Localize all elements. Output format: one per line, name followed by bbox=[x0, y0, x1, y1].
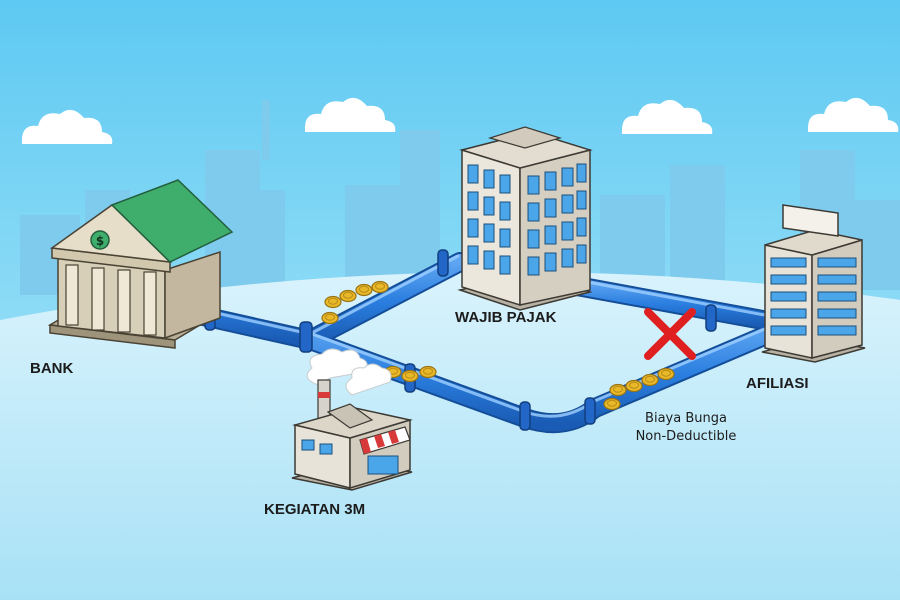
taxpayer-label: WAJIB PAJAK bbox=[455, 309, 557, 326]
striped-awning bbox=[359, 426, 411, 475]
factory-building bbox=[291, 348, 413, 491]
activity-label: KEGIATAN 3M bbox=[264, 501, 365, 518]
taxpayer-tower bbox=[457, 126, 593, 311]
sign-board bbox=[782, 204, 839, 237]
interest-note-line2: Non-Deductible bbox=[636, 429, 737, 444]
bank-label: BANK bbox=[30, 360, 73, 377]
ground bbox=[0, 271, 900, 600]
dollar-sign-icon bbox=[90, 230, 110, 250]
interest-note-line1: Biaya Bunga bbox=[645, 411, 727, 426]
red-x-icon bbox=[644, 308, 696, 360]
affiliate-building bbox=[761, 204, 866, 363]
affiliate-label: AFILIASI bbox=[746, 375, 809, 392]
bank-building: $ bbox=[47, 179, 234, 349]
svg-text:$: $ bbox=[96, 234, 104, 248]
